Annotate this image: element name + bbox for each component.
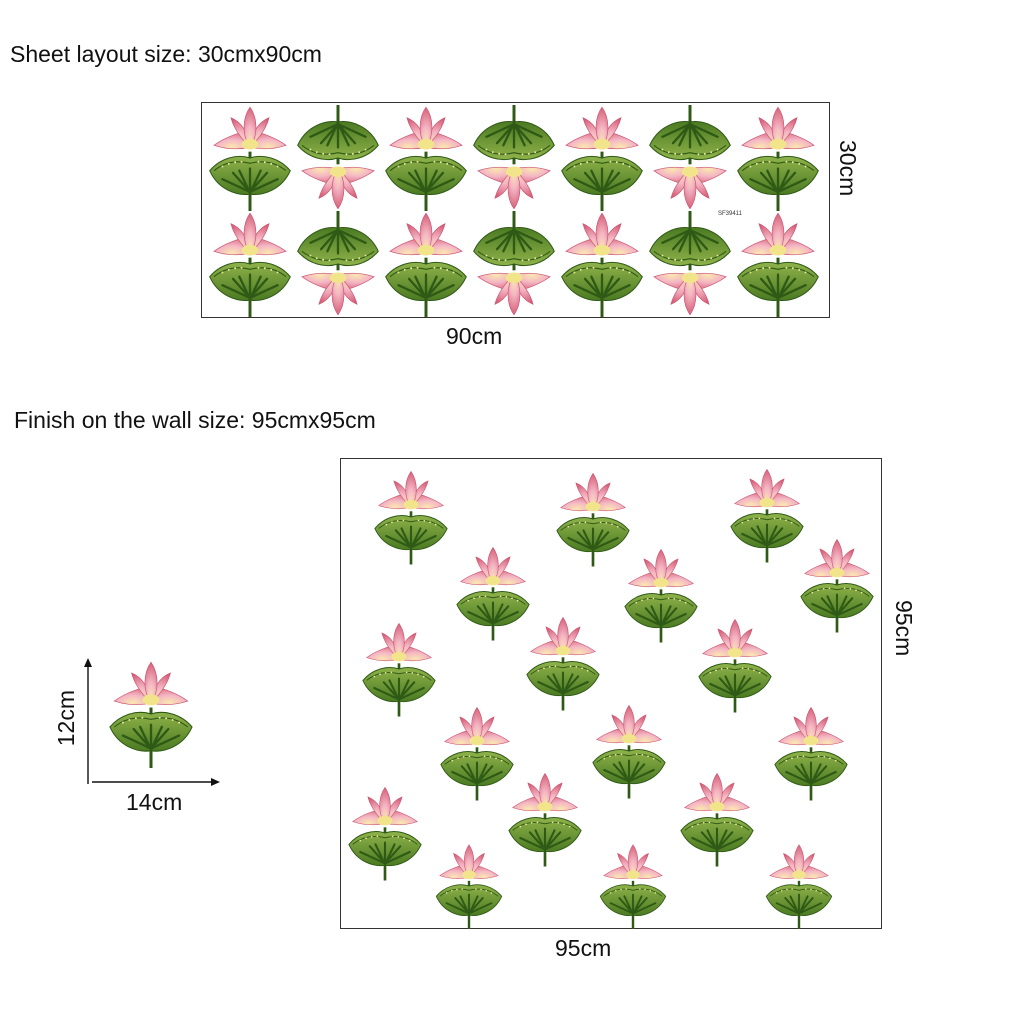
lotus-decal	[761, 843, 837, 929]
lotus-decal	[455, 545, 531, 641]
lotus-decal-inverted	[646, 211, 734, 317]
wall-width-label: 95cm	[555, 935, 612, 961]
lotus-decal	[347, 785, 423, 881]
lotus-decal	[507, 771, 583, 867]
lotus-decal-inverted	[646, 105, 734, 211]
lotus-decal	[729, 467, 805, 563]
lotus-decal	[623, 547, 699, 643]
lotus-decal	[734, 211, 822, 317]
lotus-decal	[382, 105, 470, 211]
lotus-decal	[799, 537, 875, 633]
lotus-decal	[525, 615, 601, 711]
wall-height-label: 95cm	[891, 600, 917, 657]
dimension-axes	[84, 658, 220, 786]
lotus-decal	[697, 617, 773, 713]
lotus-decal-inverted	[470, 105, 558, 211]
lotus-decal	[382, 211, 470, 317]
lotus-decal	[206, 105, 294, 211]
sheet-height-label: 30cm	[835, 140, 861, 197]
lotus-decal-inverted	[294, 211, 382, 317]
lotus-decal	[734, 105, 822, 211]
single-lotus-decal	[103, 660, 199, 768]
lotus-decal	[431, 843, 507, 929]
lotus-decal	[773, 705, 849, 801]
sheet-layout-heading: Sheet layout size: 30cmx90cm	[10, 41, 322, 67]
lotus-decal	[591, 703, 667, 799]
lotus-decal	[595, 843, 671, 929]
arrow-right-icon	[211, 778, 220, 786]
arrow-up-icon	[84, 658, 92, 667]
sheet-width-label: 90cm	[446, 323, 503, 349]
wall-finish-frame	[340, 458, 882, 929]
lotus-decal	[558, 105, 646, 211]
product-code: SF39411	[718, 211, 742, 217]
lotus-decal	[361, 621, 437, 717]
lotus-decal	[679, 771, 755, 867]
lotus-decal	[439, 705, 515, 801]
single-width-label: 14cm	[126, 789, 183, 815]
lotus-decal-inverted	[470, 211, 558, 317]
lotus-decal	[373, 469, 449, 565]
sheet-layout-frame: SF39411	[201, 102, 830, 318]
lotus-decal	[555, 471, 631, 567]
single-height-label: 12cm	[53, 690, 79, 747]
lotus-decal	[558, 211, 646, 317]
wall-finish-heading: Finish on the wall size: 95cmx95cm	[14, 407, 376, 433]
lotus-decal	[206, 211, 294, 317]
lotus-decal-inverted	[294, 105, 382, 211]
